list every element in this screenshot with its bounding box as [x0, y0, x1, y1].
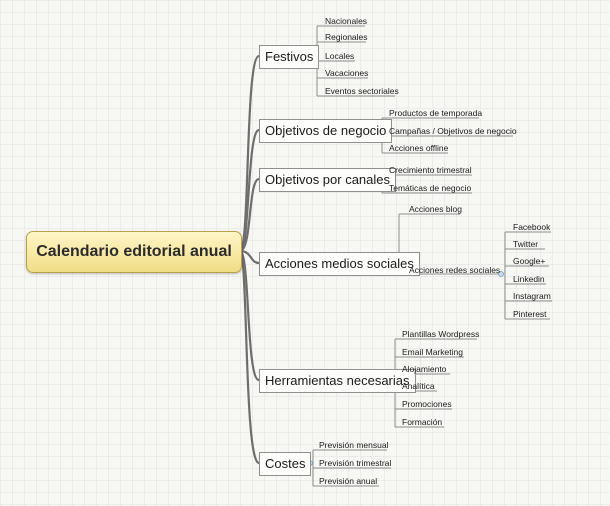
subtopic-analitica[interactable]: Analítica	[402, 381, 435, 391]
subtopic-facebook[interactable]: Facebook	[513, 222, 551, 232]
topic-objetivos-negocio[interactable]: Objetivos de negocio	[259, 119, 393, 143]
topic-label: Objetivos por canales	[265, 172, 391, 187]
subtopic-pinterest[interactable]: Pinterest	[513, 309, 547, 319]
subtopic-plantillas-wordpress[interactable]: Plantillas Wordpress	[402, 329, 480, 339]
subtopic-prevision-anual[interactable]: Previsión anual	[319, 476, 378, 486]
subtopic-tematicas-negocio[interactable]: Temáticas de negocio	[389, 183, 472, 193]
subtopic-locales[interactable]: Locales	[325, 51, 355, 61]
central-topic[interactable]: Calendario editorial anual	[26, 231, 242, 273]
subtopic-eventos-sectoriales[interactable]: Eventos sectoriales	[325, 86, 399, 96]
subtopic-instagram[interactable]: Instagram	[513, 291, 551, 301]
subtopic-google-plus[interactable]: Google+	[513, 256, 546, 266]
topic-label: Festivos	[265, 49, 314, 64]
topic-label: Herramientas necesarias	[265, 373, 410, 388]
subtopic-crecimiento-trimestral[interactable]: Crecimiento trimestral	[389, 165, 472, 175]
subtopic-campanas[interactable]: Campañas / Objetivos de negocio	[389, 126, 517, 136]
subtopic-acciones-redes-sociales[interactable]: Acciones redes sociales	[409, 265, 501, 275]
topic-herramientas-necesarias[interactable]: Herramientas necesarias	[259, 369, 416, 393]
subtopic-alojamiento[interactable]: Alojamiento	[402, 364, 447, 374]
topic-label: Acciones medios sociales	[265, 256, 414, 271]
topic-objetivos-canales[interactable]: Objetivos por canales	[259, 168, 397, 192]
subtopic-promociones[interactable]: Promociones	[402, 399, 452, 409]
subtopic-prevision-mensual[interactable]: Previsión mensual	[319, 440, 389, 450]
topic-festivos[interactable]: Festivos	[259, 45, 320, 69]
topic-acciones-medios-sociales[interactable]: Acciones medios sociales	[259, 252, 420, 276]
subtopic-nacionales[interactable]: Nacionales	[325, 16, 368, 26]
subtopic-linkedin[interactable]: Linkedin	[513, 274, 545, 284]
topic-label: Costes	[265, 456, 306, 471]
subtopic-acciones-blog[interactable]: Acciones blog	[409, 204, 462, 214]
subtopic-vacaciones[interactable]: Vacaciones	[325, 68, 369, 78]
subtopic-prevision-trimestral[interactable]: Previsión trimestral	[319, 458, 392, 468]
main-branch-lines	[238, 54, 261, 465]
subtopic-twitter[interactable]: Twitter	[513, 239, 539, 249]
subtopic-formacion[interactable]: Formación	[402, 417, 443, 427]
topic-label: Objetivos de negocio	[265, 123, 387, 138]
topic-costes[interactable]: Costes	[259, 452, 312, 476]
subtopic-regionales[interactable]: Regionales	[325, 32, 368, 42]
subtopic-acciones-offline[interactable]: Acciones offline	[389, 143, 449, 153]
subtopic-email-marketing[interactable]: Email Marketing	[402, 347, 463, 357]
central-topic-label: Calendario editorial anual	[36, 243, 232, 260]
subtopic-productos-temporada[interactable]: Productos de temporada	[389, 108, 483, 118]
